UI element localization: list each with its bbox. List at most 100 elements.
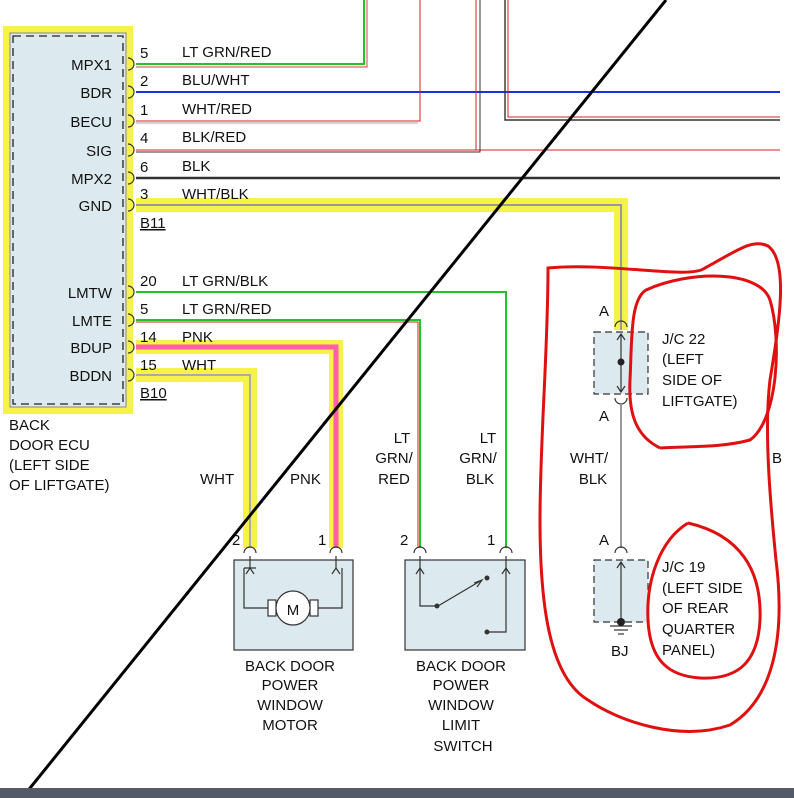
motor-name-line: WINDOW (257, 697, 324, 714)
wire-pin-no: 1 (140, 102, 148, 119)
ecu-name-line: (LEFT SIDE (9, 457, 90, 474)
wire-color-label: WHT/RED (182, 101, 252, 118)
ecu-dashed-outline (12, 35, 124, 405)
jc19-name-line: (LEFT SIDE (662, 580, 743, 597)
switch-name-line: WINDOW (428, 697, 495, 714)
wire-pin-no: 14 (140, 329, 157, 346)
jc19-pin-a: A (599, 532, 609, 549)
ecu-pin-stubs (127, 57, 135, 382)
wire-pin-no: 5 (140, 45, 148, 62)
ecu-pin-mpx1: MPX1 (71, 57, 112, 74)
jc22-pin-a-top: A (599, 303, 609, 320)
switch-name-line: BACK DOOR (416, 658, 506, 675)
label-lt-grn-blk-1: LT (480, 430, 496, 447)
wire-color-label: LT GRN/BLK (182, 273, 268, 290)
wire-red-right-a (504, 0, 780, 121)
wire-pin-no: 3 (140, 186, 148, 203)
switch-contact-c (484, 629, 490, 635)
motor-brush-right (309, 599, 319, 617)
jc19-name-line: PANEL) (662, 642, 715, 659)
connector-b11: B11 (140, 215, 166, 232)
wire-mpx1 (136, 0, 365, 65)
wire-red-right-b (507, 0, 780, 118)
ecu-pin-mpx2: MPX2 (71, 171, 112, 188)
ecu-pin-gnd: GND (79, 198, 113, 215)
edge-letter: B (772, 450, 782, 467)
ecu-name-line: OF LIFTGATE) (9, 477, 110, 494)
jc19-name-line: J/C 19 (662, 559, 705, 576)
wire-color-label: BLK/RED (182, 129, 246, 146)
wire-pin-no: 6 (140, 159, 148, 176)
label-lt-grn-red-3: RED (378, 471, 410, 488)
motor-symbol (275, 590, 311, 626)
wire-pin-no: 5 (140, 301, 148, 318)
switch-pin-1: 1 (487, 532, 495, 549)
wire-lmtw (136, 291, 507, 548)
switch-name-line: POWER (433, 677, 490, 694)
bottom-band (0, 788, 794, 798)
motor-terminals (243, 546, 343, 609)
switch-name-line: SWITCH (433, 738, 492, 755)
wire-becu (136, 0, 421, 122)
motor-name-line: BACK DOOR (245, 658, 335, 675)
wire-color-label: LT GRN/RED (182, 301, 272, 318)
wire-color-label: BLU/WHT (182, 72, 250, 89)
ecu-name-line: BACK (9, 417, 50, 434)
red-annotation-jc22 (628, 274, 778, 450)
jc19-name-line: OF REAR (662, 600, 729, 617)
wire-bdup (136, 344, 339, 548)
motor-pin-2: 2 (232, 532, 240, 549)
ecu-pin-sig: SIG (86, 143, 112, 160)
jc19-terminals (610, 546, 632, 635)
wire-color-label: WHT/BLK (182, 186, 249, 203)
ecu-pin-lmtw: LMTW (68, 285, 113, 302)
motor-name-line: POWER (262, 677, 319, 694)
wire-pin-no: 2 (140, 73, 148, 90)
label-wht: WHT (200, 471, 234, 488)
motor-brush-left (267, 599, 277, 617)
limit-switch-body (404, 559, 526, 651)
switch-name-line: LIMIT (442, 717, 480, 734)
wire-gnd (136, 204, 622, 330)
wire-lmte (136, 319, 421, 548)
jc22-name-line: LIFTGATE) (662, 393, 738, 410)
ecu-body (9, 32, 127, 408)
ecu-pin-bddn: BDDN (69, 368, 112, 385)
jc22-pin-a-bottom: A (599, 408, 609, 425)
label-wht-blk-1: WHT/ (570, 450, 609, 467)
jc22-junction (617, 358, 625, 366)
wire-color-label: LT GRN/RED (182, 44, 272, 61)
ecu-pin-bdr: BDR (80, 85, 112, 102)
ground-label-bj: BJ (611, 643, 629, 660)
wire-mpx1-shadow (136, 0, 368, 68)
label-lt-grn-blk-3: BLK (466, 471, 494, 488)
switch-contact-a (434, 603, 440, 609)
ecu-pin-bdup: BDUP (70, 340, 112, 357)
red-annotation-outer (538, 242, 782, 733)
ecu-name-line: DOOR ECU (9, 437, 90, 454)
limit-switch-terminals (413, 546, 513, 633)
label-lt-grn-blk-2: GRN/ (459, 450, 497, 467)
wire-pin-no: 15 (140, 357, 157, 374)
jc22-name-line: SIDE OF (662, 372, 722, 389)
label-lt-grn-red-1: LT (394, 430, 410, 447)
wire-sig-b (136, 0, 481, 153)
motor-pin-1: 1 (318, 532, 326, 549)
diagonal-line (20, 0, 668, 798)
label-pnk: PNK (290, 471, 321, 488)
jc19-name-line: QUARTER (662, 621, 735, 638)
wire-pin-no: 4 (140, 130, 148, 147)
switch-contact-b (484, 575, 490, 581)
wire-color-label: WHT (182, 357, 216, 374)
wire-pin-no: 20 (140, 273, 157, 290)
wire-bddn (136, 374, 251, 548)
motor-name-line: MOTOR (262, 717, 318, 734)
wire-color-label: BLK (182, 158, 210, 175)
label-lt-grn-red-2: GRN/ (375, 450, 413, 467)
red-annotation-jc19 (646, 521, 762, 680)
ecu-pin-lmte: LMTE (72, 313, 112, 330)
wire-color-label: PNK (182, 329, 213, 346)
switch-pin-2: 2 (400, 532, 408, 549)
motor-symbol-letter: M (287, 602, 300, 619)
